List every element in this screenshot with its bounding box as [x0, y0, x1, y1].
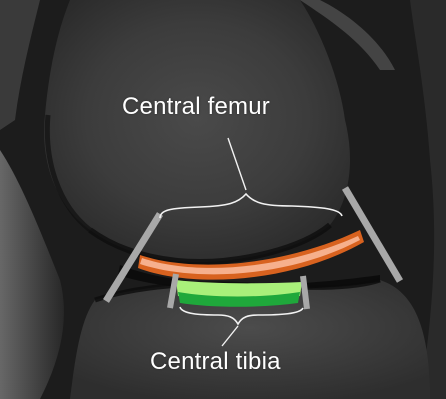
- central-tibia-label: Central tibia: [150, 350, 281, 374]
- femur-condyle: [44, 0, 350, 262]
- central-femur-label: Central femur: [122, 95, 270, 119]
- tibia-right-boundary-bar: [303, 276, 307, 309]
